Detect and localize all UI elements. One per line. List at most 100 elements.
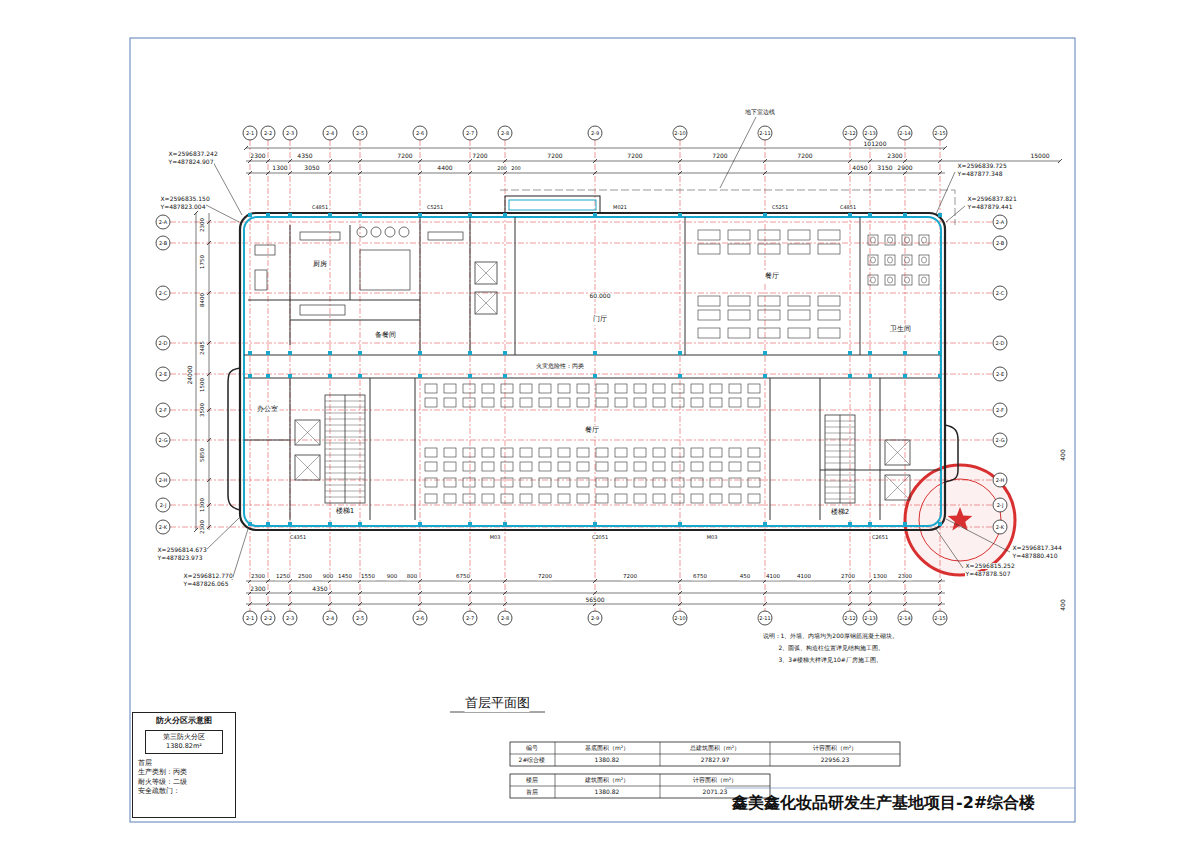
elevator-shaft: [475, 262, 497, 284]
room-name: 厨房: [313, 260, 327, 269]
column: [593, 522, 597, 526]
dining-table: [463, 462, 475, 471]
axis-bubble: [993, 367, 1007, 381]
dimension-tick: [207, 372, 211, 376]
dimension-tick: [678, 602, 682, 606]
dimension: 6750: [456, 574, 471, 580]
column: [763, 374, 767, 378]
dining-table: [501, 478, 513, 487]
axis-bubble: [156, 367, 170, 381]
dining-table: [501, 398, 513, 407]
area-table: [510, 774, 770, 798]
leader-line: [206, 205, 239, 222]
axis-number: 2-9: [590, 131, 599, 136]
toilet-stall: [902, 255, 912, 265]
dining-table: [728, 328, 750, 338]
dimension-tick: [468, 159, 472, 163]
dimension-tick: [248, 602, 252, 606]
column: [593, 213, 597, 217]
dining-table: [788, 328, 810, 338]
drawing-title: 鑫美鑫化妆品研发生产基地项目-2#综合楼: [732, 793, 1035, 814]
dining-table: [653, 398, 665, 407]
dimension-tick: [678, 591, 682, 595]
dining-table: [444, 448, 456, 457]
axis-number: 2-A: [158, 220, 167, 225]
axis-number: 2-11: [759, 131, 771, 136]
dimension-tick: [593, 171, 597, 175]
column: [266, 351, 270, 355]
column: [763, 522, 767, 526]
zone-text: 第三防火分区: [148, 733, 220, 742]
dimension: 1300: [873, 574, 888, 580]
dining-table: [596, 494, 608, 503]
dining-table: [634, 448, 646, 457]
room: 餐厅: [583, 425, 601, 436]
axis-bubble: [156, 236, 170, 250]
column: [763, 213, 767, 217]
toilet-stall: [885, 235, 895, 245]
axis-bubble: [993, 473, 1007, 487]
stair-rail: [345, 395, 346, 503]
drawing-frame: [130, 38, 1075, 822]
dining-table: [425, 398, 437, 407]
dining-table: [444, 478, 456, 487]
column: [903, 374, 907, 378]
column: [248, 351, 252, 355]
axis-number: 2-12: [844, 616, 856, 621]
dimension: 900: [322, 574, 334, 580]
column: [848, 374, 852, 378]
axis-bubble: [156, 215, 170, 229]
dining-table: [615, 494, 627, 503]
interior-wall: [685, 217, 686, 355]
column: [868, 213, 872, 217]
dining-table: [444, 384, 456, 393]
dimension-tick: [248, 171, 252, 175]
axis-bubble: [898, 611, 912, 625]
dimension: 7200: [797, 153, 813, 159]
dimension: 7200: [547, 153, 563, 159]
axis-number: 2-C: [995, 291, 1004, 296]
axis-number: 2-10: [674, 131, 686, 136]
dimension-line: [246, 148, 945, 149]
room-name: 楼梯2: [831, 508, 849, 517]
dimension-tick: [1058, 159, 1062, 163]
axis-number: 2-E: [158, 372, 167, 377]
dimension-tick: [763, 159, 767, 163]
coordinate: Y=487878.507: [965, 571, 1011, 577]
elevator-cross: [885, 475, 910, 500]
toilet-fixture: [888, 237, 893, 243]
dimension-tick: [868, 602, 872, 606]
table-cell: 1380.82: [594, 757, 620, 763]
column: [418, 374, 422, 378]
elevator-cross: [475, 292, 497, 314]
interior-wall: [350, 225, 351, 300]
coordinate: X=2596837.242: [168, 151, 218, 157]
dimension: 24000: [187, 365, 193, 385]
axis-bubble: [863, 126, 877, 140]
dining-table: [758, 310, 780, 320]
column: [903, 213, 907, 217]
coordinate: Y=487824.907: [168, 159, 214, 165]
axis-line: [170, 440, 993, 441]
dining-table: [539, 478, 551, 487]
dimension: 4350: [312, 586, 328, 592]
dining-table: [788, 230, 810, 240]
dining-table: [577, 398, 589, 407]
fire-note: 火灾危险性：丙类: [536, 363, 585, 369]
axis-bubble: [261, 611, 275, 625]
axis-line: [170, 410, 993, 411]
axis-number: 2-B: [995, 241, 1004, 246]
dimension-tick: [938, 602, 942, 606]
interior-wall: [515, 217, 516, 355]
dining-table: [729, 462, 741, 471]
toilet-fixture: [888, 277, 893, 283]
elevator-cross: [885, 440, 910, 465]
opening-code: C4351: [289, 535, 306, 540]
interior-wall: [820, 470, 941, 471]
axis-line: [170, 505, 993, 506]
opening-code: C4851: [839, 205, 856, 210]
dimension: 3150: [877, 165, 893, 171]
dimension-tick: [358, 591, 362, 595]
column: [358, 213, 362, 217]
dining-table: [788, 310, 810, 320]
